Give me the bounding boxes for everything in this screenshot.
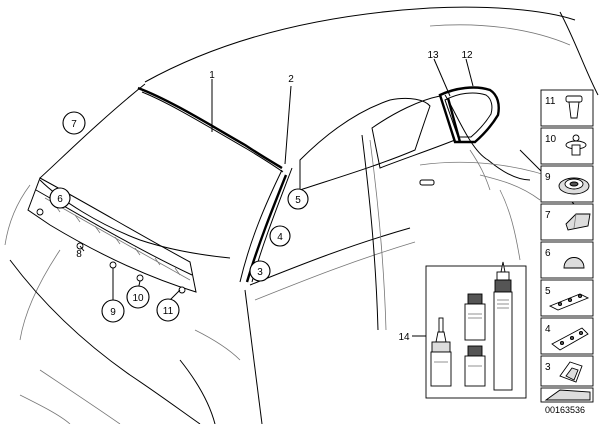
callout-11-label: 11 [163,306,174,317]
callout-7[interactable]: 7 [62,111,86,135]
legend-item-3[interactable]: 3 [540,355,594,387]
legend-item-7-number: 7 [545,210,551,221]
legend-item-cover[interactable] [540,387,594,403]
legend-item-4-number: 4 [545,324,551,335]
callout-10[interactable]: 10 [126,285,150,309]
callout-6-label: 6 [57,194,63,205]
small-parts-legend: 11 10 9 [540,89,594,403]
legend-item-7[interactable]: 7 [540,203,594,241]
callout-5[interactable]: 5 [287,188,309,210]
callout-13[interactable]: 13 [427,50,439,61]
applicator-dauber-icon [430,317,452,387]
callout-14[interactable]: 14 [398,332,410,343]
callout-9[interactable]: 9 [101,299,125,323]
callout-1[interactable]: 1 [209,70,215,81]
windscreen-upper-seal [137,86,283,170]
legend-item-11[interactable]: 11 [540,89,594,127]
legend-item-4[interactable]: 4 [540,317,594,355]
callout-7-label: 7 [71,119,77,130]
legend-item-11-number: 11 [545,96,556,107]
leader-lines [79,58,474,337]
sealant-cartridge-icon [493,261,513,391]
bracket-icon [551,327,589,351]
bracket-icon [548,293,590,311]
callout-2[interactable]: 2 [288,74,294,85]
grommet-icon [558,177,590,195]
legend-item-9-number: 9 [545,172,551,183]
rear-quarter-window-seal [438,86,500,144]
callout-4-label: 4 [277,232,283,243]
callout-9-label: 9 [110,307,116,318]
callout-11[interactable]: 11 [156,298,180,322]
primer-bottle-icon [464,293,486,341]
foam-wedge-icon [565,213,591,231]
activator-bottle-icon [464,345,486,387]
callout-4[interactable]: 4 [269,225,291,247]
callout-8[interactable]: 8 [76,249,82,260]
legend-item-5[interactable]: 5 [540,279,594,317]
legend-item-6-number: 6 [545,248,551,259]
legend-item-5-number: 5 [545,286,551,297]
callout-3-label: 3 [257,267,263,278]
document-number: 00163536 [545,405,585,415]
callout-12[interactable]: 12 [461,50,473,61]
adhesive-kit-box [425,261,527,399]
legend-item-6[interactable]: 6 [540,241,594,279]
legend-item-10[interactable]: 10 [540,127,594,165]
legend-item-3-number: 3 [545,362,551,373]
legend-item-10-number: 10 [545,134,557,145]
cover-wedge-icon [544,389,591,401]
expanding-rivet-icon [565,134,587,156]
callout-5-label: 5 [295,195,301,206]
callout-10-label: 10 [132,293,144,304]
legend-item-9[interactable]: 9 [540,165,594,203]
push-clip-icon [565,95,583,119]
retaining-clip-icon [559,361,583,383]
callout-3[interactable]: 3 [249,260,271,282]
dome-cap-icon [563,257,585,269]
callout-6[interactable]: 6 [49,187,71,209]
